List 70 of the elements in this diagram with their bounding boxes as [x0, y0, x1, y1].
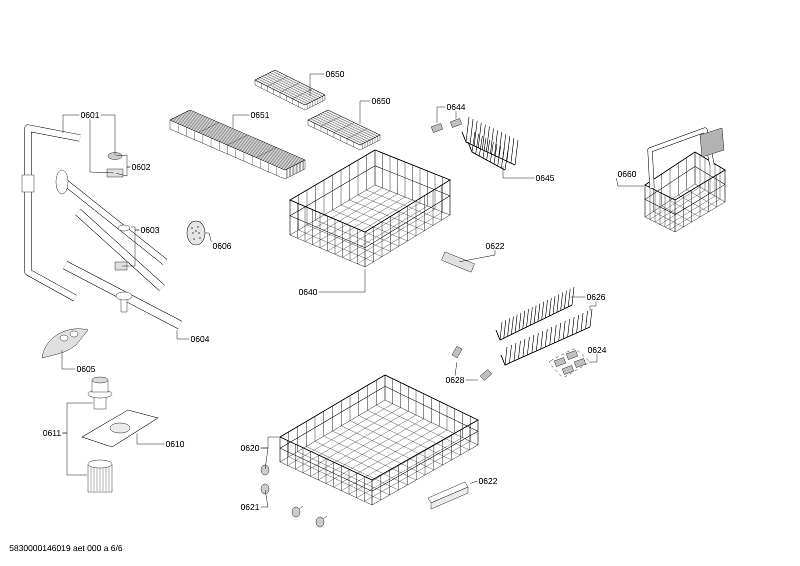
leader-line — [588, 354, 598, 362]
leader-line — [62, 350, 76, 370]
callout-number: 0644 — [446, 104, 466, 110]
filter-cylinder-drawing — [88, 460, 112, 492]
strainer-disc-drawing — [186, 220, 206, 246]
leader-line — [360, 100, 371, 124]
leader-line — [260, 448, 268, 470]
leader-line — [458, 250, 496, 262]
callout-number: 0640 — [298, 289, 318, 295]
callout-number: 0602 — [132, 164, 150, 170]
callout-number: 0650 — [326, 71, 344, 77]
callout-number: 0604 — [190, 336, 210, 342]
handle-drawing — [428, 482, 468, 510]
tray-drawing — [170, 110, 306, 180]
callout-number: 0628 — [446, 377, 464, 383]
callout-number: 0610 — [166, 441, 184, 447]
leader-line — [100, 114, 116, 156]
leader-line — [616, 178, 644, 186]
clip-drawing — [431, 123, 443, 133]
sieve-plate-drawing — [82, 410, 158, 448]
document-number: 5830000146019 aet 000 a 6/6 — [10, 544, 122, 552]
callout-number: 0601 — [80, 112, 100, 118]
callout-number: 0620 — [240, 445, 260, 451]
callout-number: 0611 — [43, 430, 61, 436]
tray-drawing — [254, 70, 326, 110]
leader-line — [62, 114, 80, 134]
clip-drawing — [450, 118, 462, 128]
leader-line — [232, 114, 250, 128]
filter-drawing — [88, 376, 112, 410]
clip-drawing — [480, 369, 492, 381]
handle — [441, 252, 475, 272]
spray-arm-drawing — [56, 170, 168, 291]
leader-line — [204, 232, 212, 242]
callout-number: 0624 — [588, 347, 606, 353]
wheel — [260, 484, 270, 494]
leader-line — [318, 268, 366, 292]
callout-number: 0645 — [536, 175, 554, 181]
leader-line — [260, 490, 268, 508]
leader-line — [454, 362, 458, 376]
tine-row-drawing — [496, 286, 574, 341]
leader-line — [502, 166, 535, 178]
leader-line — [90, 119, 114, 174]
callout-number: 0605 — [76, 366, 96, 372]
leader-line — [590, 300, 596, 312]
pipe-drawing — [22, 124, 81, 302]
callout-number: 0622 — [478, 478, 498, 484]
clip-set-drawing — [549, 348, 589, 378]
leader-line — [122, 230, 140, 266]
leader-line — [470, 480, 478, 484]
callout-number: 0651 — [250, 112, 270, 118]
callout-number: 0626 — [586, 294, 606, 300]
leader-line — [176, 330, 190, 340]
callout-number: 0606 — [212, 243, 232, 249]
leader-line — [570, 296, 586, 298]
callout-number: 0621 — [240, 504, 260, 510]
tray-drawing — [308, 110, 380, 150]
spray-arm-drawing — [62, 261, 182, 329]
filter-plate-drawing — [42, 328, 88, 358]
wheel — [260, 464, 270, 476]
tine-row-drawing — [462, 116, 518, 170]
leader-line — [136, 432, 165, 444]
callout-number: 0660 — [618, 171, 636, 177]
clip-drawing — [452, 346, 462, 358]
leader-line — [436, 106, 446, 124]
leader-line — [310, 74, 325, 96]
leader-line — [62, 432, 88, 476]
leader-line — [116, 166, 131, 176]
callout-number: 0622 — [486, 243, 504, 249]
impeller — [108, 152, 122, 160]
callout-number: 0650 — [372, 98, 390, 104]
